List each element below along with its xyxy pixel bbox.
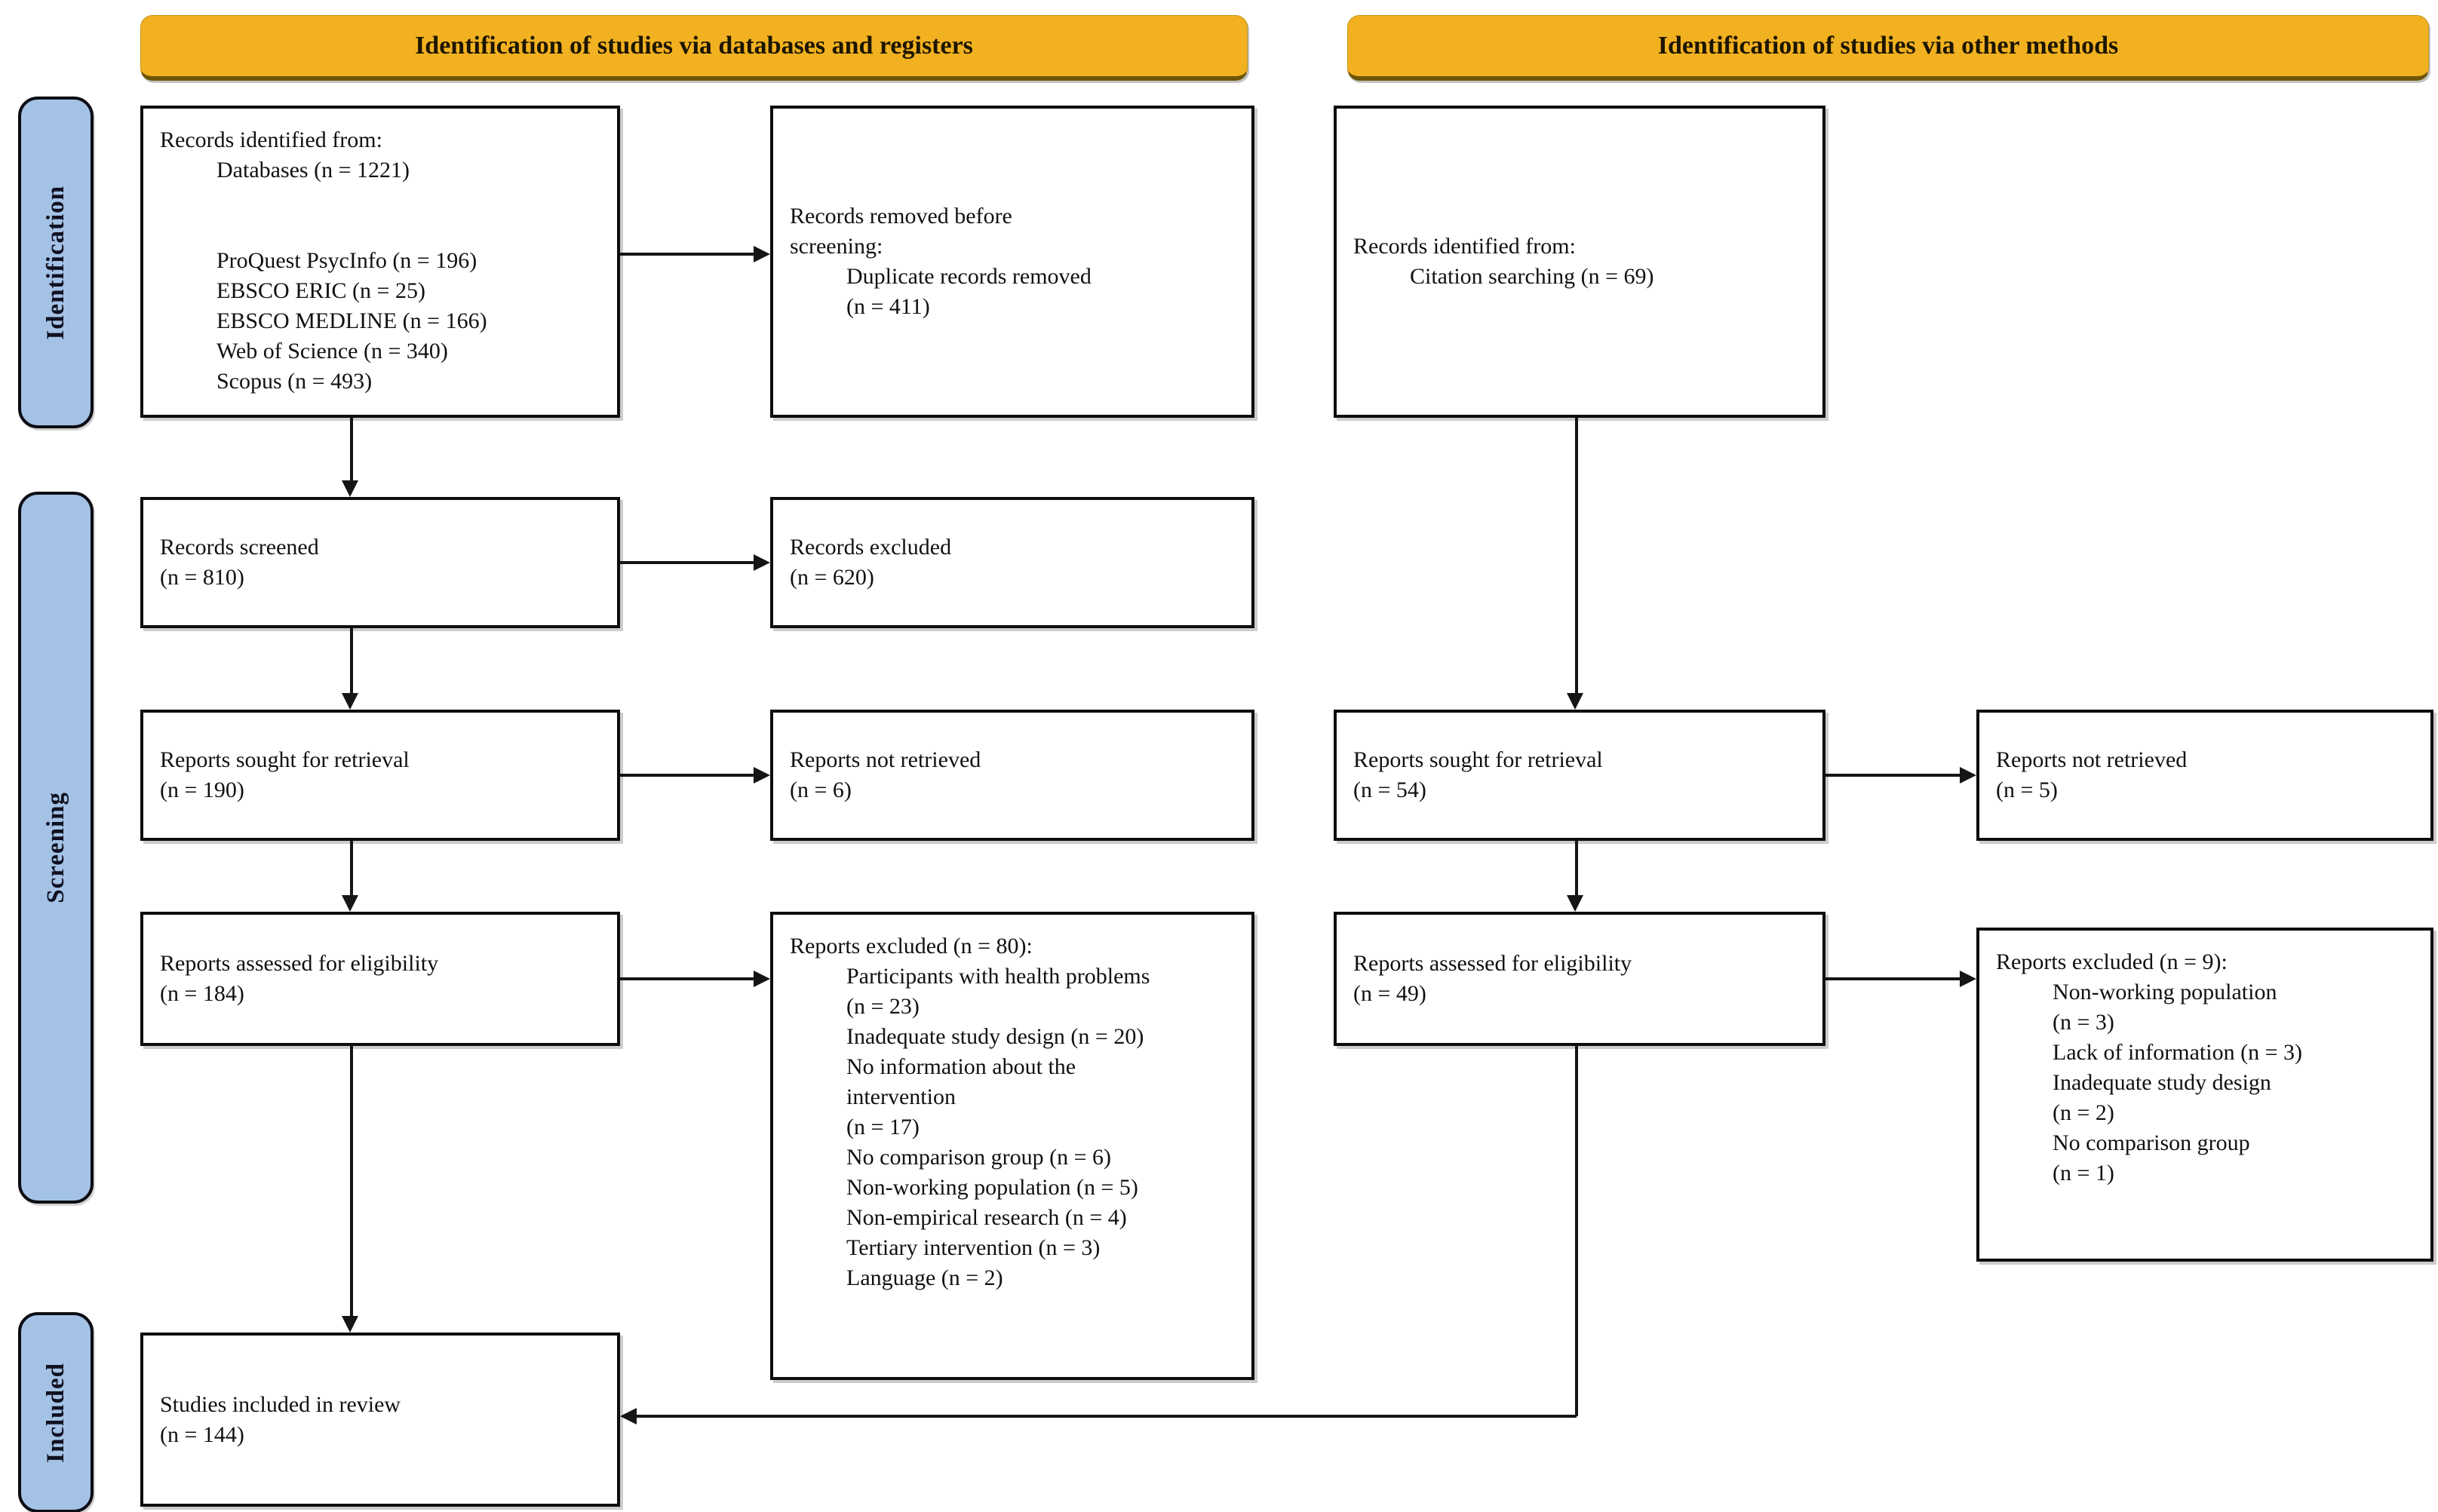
reports-excluded-left-text: Reports excluded (n = 80): Participants … bbox=[790, 934, 1150, 1290]
records-excluded-text: Records excluded (n = 620) bbox=[790, 535, 952, 590]
box-records-screened: Records screened (n = 810) bbox=[140, 497, 620, 628]
records-removed-text: Records removed before screening: Duplic… bbox=[790, 204, 1092, 319]
box-reports-excluded-right: Reports excluded (n = 9): Non-working po… bbox=[1976, 928, 2433, 1262]
arrow-screened-to-sought-head bbox=[342, 693, 358, 710]
box-reports-not-retrieved-left: Reports not retrieved (n = 6) bbox=[770, 710, 1254, 841]
arrow-assessed-to-excluded-left-line bbox=[620, 977, 755, 980]
arrow-citation-to-sought-line bbox=[1575, 418, 1578, 695]
box-records-excluded: Records excluded (n = 620) bbox=[770, 497, 1254, 628]
stage-identification-text: Identification bbox=[41, 185, 69, 340]
arrow-citation-to-sought-head bbox=[1567, 693, 1583, 710]
arrow-assessed-to-excluded-left-head bbox=[754, 971, 770, 987]
arrow-sought-to-assessed-left-head bbox=[342, 895, 358, 912]
stage-label-included: Included bbox=[18, 1312, 94, 1512]
stage-included-text: Included bbox=[41, 1362, 69, 1463]
arrow-screened-to-sought-line bbox=[350, 628, 353, 695]
arrow-identified-to-screened-line bbox=[350, 418, 353, 482]
arrow-identified-to-removed-head bbox=[754, 246, 770, 262]
box-reports-assessed-left: Reports assessed for eligibility (n = 18… bbox=[140, 912, 620, 1046]
stage-screening-text: Screening bbox=[41, 792, 69, 903]
box-records-identified: Records identified from: Databases (n = … bbox=[140, 106, 620, 418]
arrow-assessed-to-included-head bbox=[342, 1316, 358, 1333]
box-reports-not-retrieved-right: Reports not retrieved (n = 5) bbox=[1976, 710, 2433, 841]
arrow-screened-to-excluded-head bbox=[754, 554, 770, 571]
box-citation-identified: Records identified from: Citation search… bbox=[1334, 106, 1825, 418]
reports-excluded-right-text: Reports excluded (n = 9): Non-working po… bbox=[1996, 949, 2302, 1185]
box-studies-included: Studies included in review (n = 144) bbox=[140, 1333, 620, 1507]
box-records-removed: Records removed before screening: Duplic… bbox=[770, 106, 1254, 418]
banner-other-methods: Identification of studies via other meth… bbox=[1347, 15, 2429, 81]
box-reports-assessed-right: Reports assessed for eligibility (n = 49… bbox=[1334, 912, 1825, 1046]
reports-not-retrieved-left-text: Reports not retrieved (n = 6) bbox=[790, 747, 981, 802]
stage-label-identification: Identification bbox=[18, 97, 94, 428]
arrow-assessed-to-excluded-right-head bbox=[1960, 971, 1976, 987]
records-screened-text: Records screened (n = 810) bbox=[160, 535, 319, 590]
reports-not-retrieved-right-text: Reports not retrieved (n = 5) bbox=[1996, 747, 2188, 802]
records-identified-text: Records identified from: Databases (n = … bbox=[160, 127, 487, 394]
arrow-other-methods-to-included-head bbox=[620, 1408, 637, 1425]
arrow-other-methods-to-included-line bbox=[637, 1415, 1577, 1418]
arrow-screened-to-excluded-line bbox=[620, 561, 755, 564]
arrow-sought-to-assessed-right-line bbox=[1575, 841, 1578, 897]
box-reports-sought-right: Reports sought for retrieval (n = 54) bbox=[1334, 710, 1825, 841]
arrow-assessed-to-excluded-right-line bbox=[1825, 977, 1961, 980]
reports-assessed-left-text: Reports assessed for eligibility (n = 18… bbox=[160, 951, 439, 1006]
arrow-sought-to-notretrieved-right-head bbox=[1960, 767, 1976, 784]
arrow-sought-to-notretrieved-right-line bbox=[1825, 774, 1961, 777]
studies-included-text: Studies included in review (n = 144) bbox=[160, 1391, 401, 1447]
arrow-identified-to-screened-head bbox=[342, 480, 358, 497]
arrow-identified-to-removed-line bbox=[620, 253, 755, 256]
banner-right-label: Identification of studies via other meth… bbox=[1657, 32, 2119, 60]
banner-databases-registers: Identification of studies via databases … bbox=[140, 15, 1248, 81]
box-reports-sought-left: Reports sought for retrieval (n = 190) bbox=[140, 710, 620, 841]
box-reports-excluded-left: Reports excluded (n = 80): Participants … bbox=[770, 912, 1254, 1380]
arrow-sought-to-notretrieved-left-head bbox=[754, 767, 770, 784]
arrow-sought-to-notretrieved-left-line bbox=[620, 774, 755, 777]
banner-left-label: Identification of studies via databases … bbox=[415, 32, 973, 60]
arrow-sought-to-assessed-right-head bbox=[1567, 895, 1583, 912]
reports-sought-right-text: Reports sought for retrieval (n = 54) bbox=[1353, 747, 1603, 802]
arrow-assessed-right-down-line bbox=[1575, 1046, 1578, 1416]
arrow-sought-to-assessed-left-line bbox=[350, 841, 353, 897]
stage-label-screening: Screening bbox=[18, 492, 94, 1204]
arrow-assessed-to-included-line bbox=[350, 1046, 353, 1317]
citation-identified-text: Records identified from: Citation search… bbox=[1353, 234, 1654, 289]
reports-sought-left-text: Reports sought for retrieval (n = 190) bbox=[160, 747, 410, 802]
reports-assessed-right-text: Reports assessed for eligibility (n = 49… bbox=[1353, 951, 1632, 1006]
